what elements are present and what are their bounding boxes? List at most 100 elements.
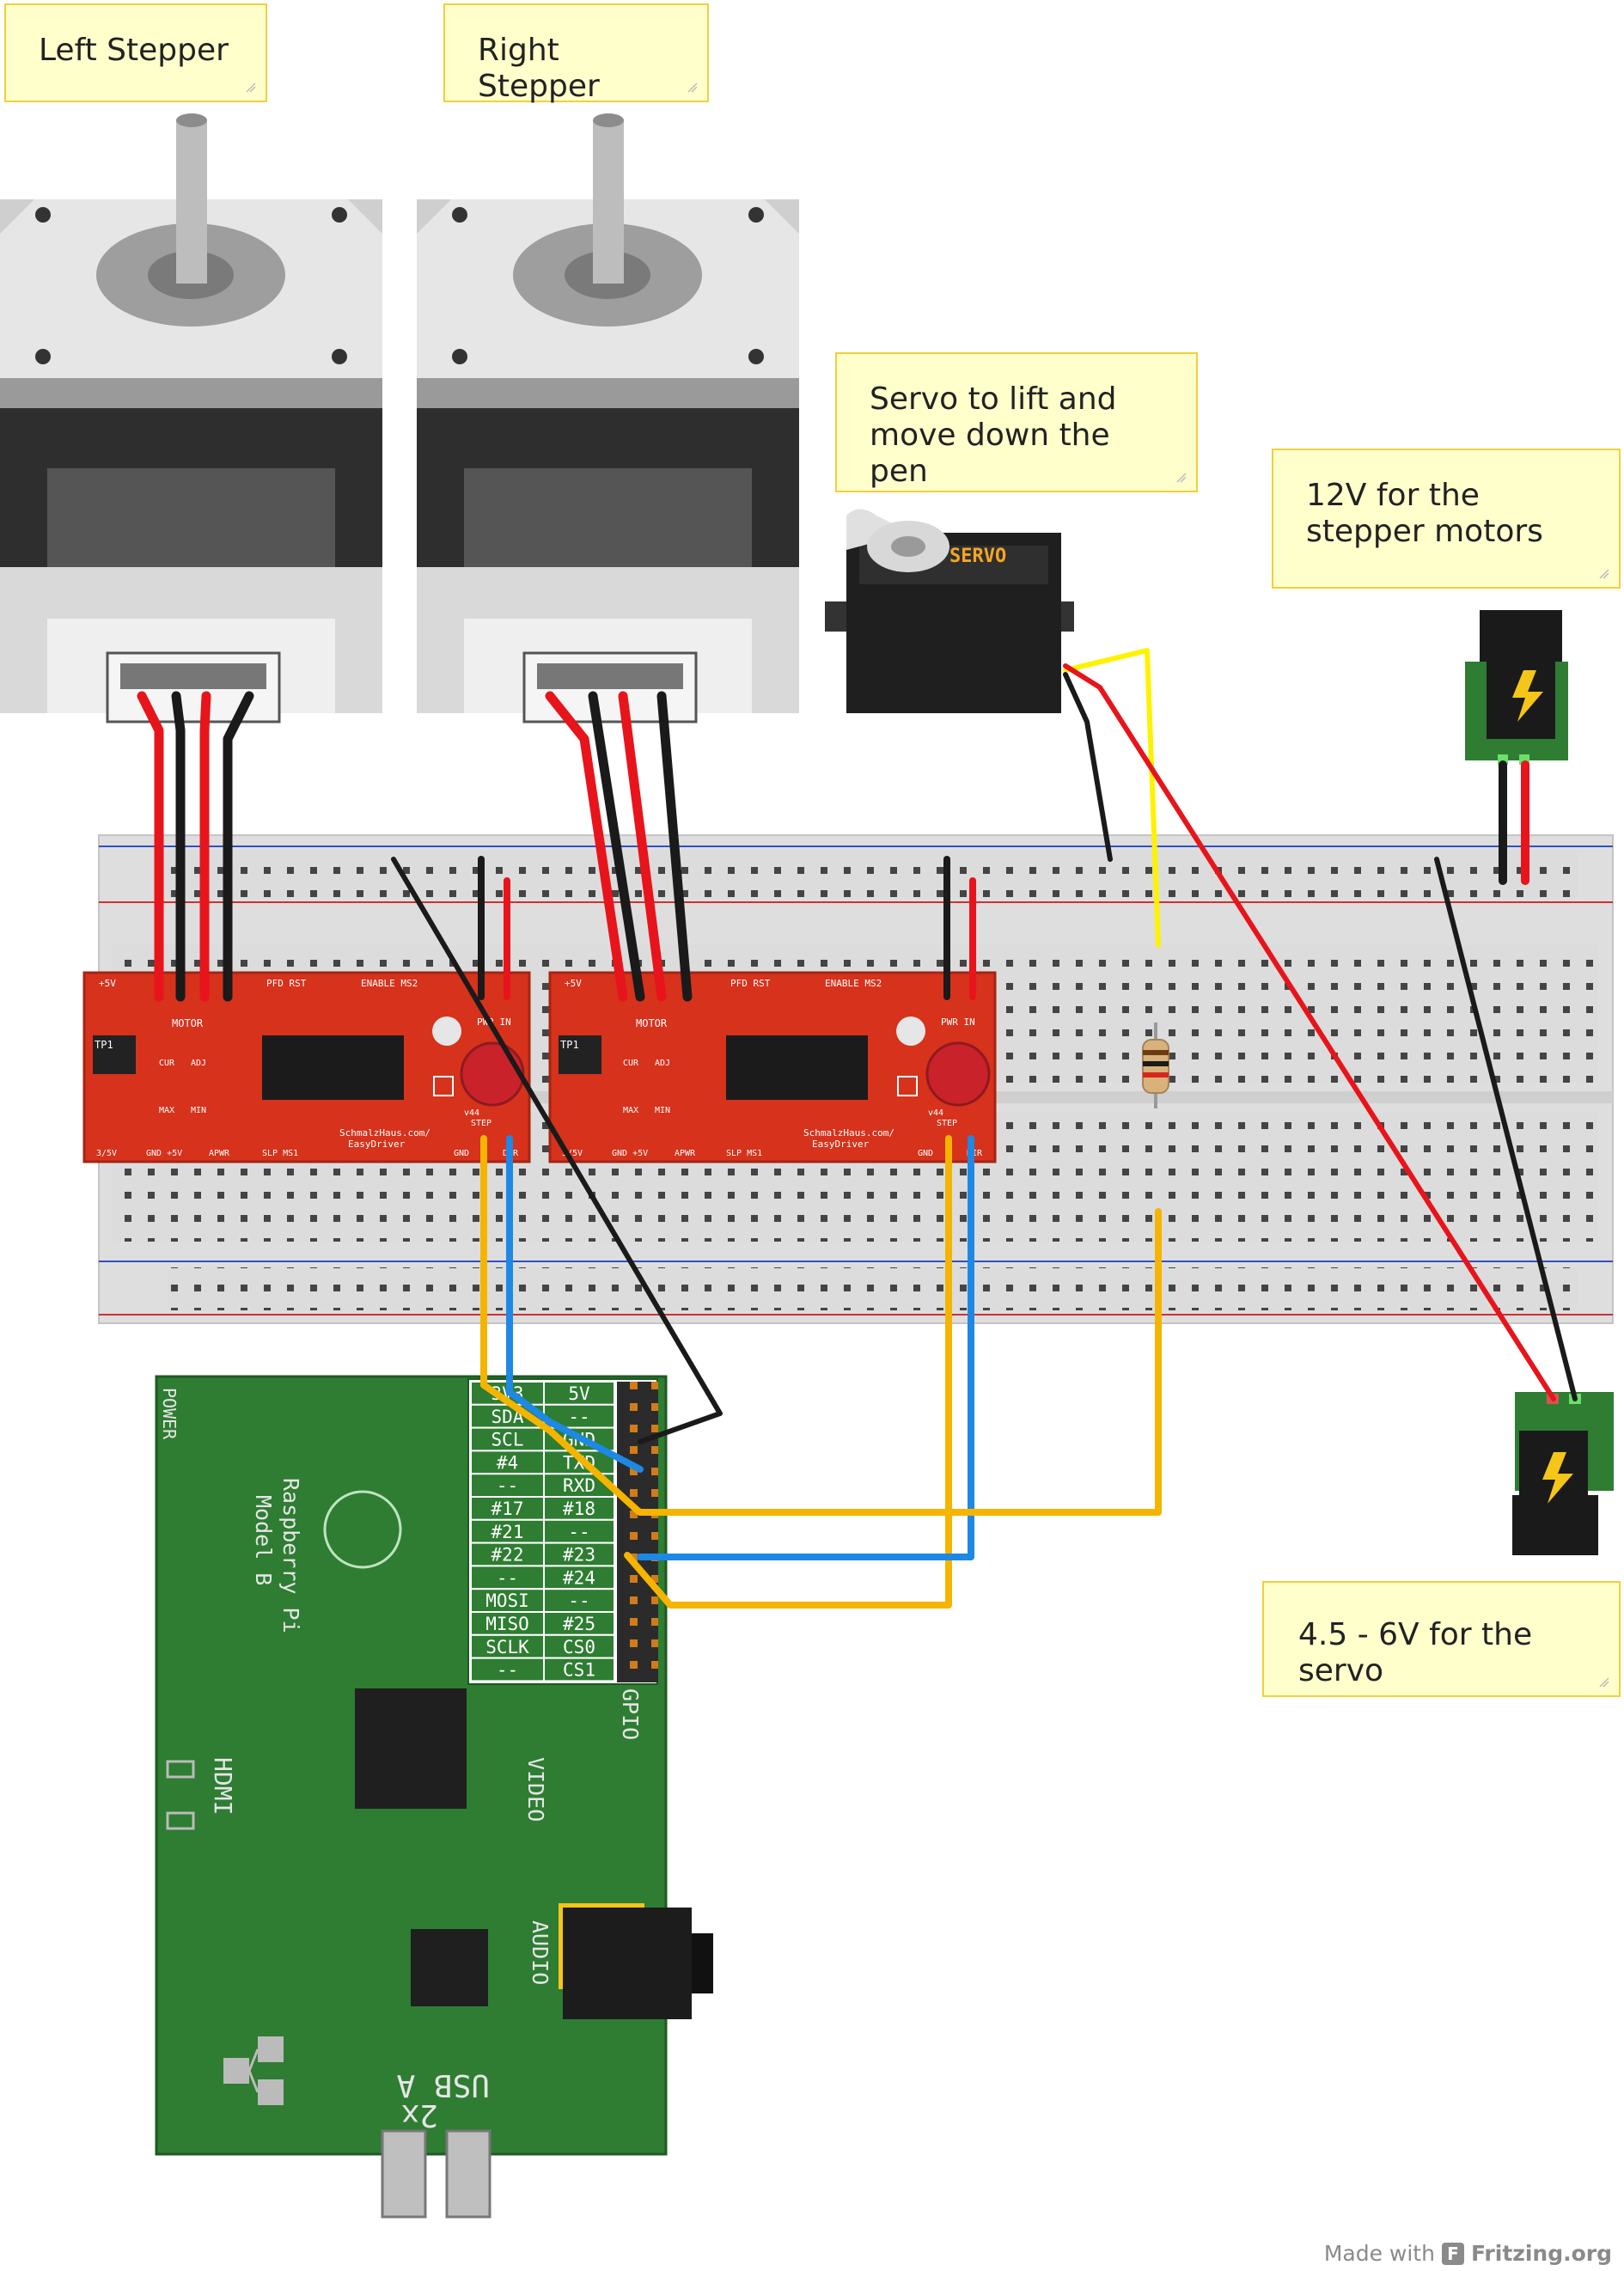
resize-grip-icon xyxy=(1599,1677,1609,1688)
credit-brand: Fritzing.org xyxy=(1470,2241,1612,2266)
ed-left-gnd5v-label: GND +5V xyxy=(146,1149,182,1158)
ed-right-motor-label: MOTOR xyxy=(636,1017,668,1029)
ed-right-apwr-label: APWR xyxy=(675,1149,696,1158)
wire-left-dir xyxy=(506,1135,644,1473)
servo-label: SERVO xyxy=(949,546,1006,567)
gpio-cell-left xyxy=(470,1588,545,1613)
ed-right-version-label: v44 xyxy=(928,1108,943,1118)
gpio-label-right: -- xyxy=(568,1407,589,1427)
note-servo-power-text: 4.5 - 6V for the servo xyxy=(1298,1617,1533,1688)
ed-right-name-label: EasyDriver xyxy=(812,1139,870,1150)
ed-left-max-label: MAX xyxy=(159,1106,174,1115)
gpio-cell-right xyxy=(543,1496,615,1521)
left-stepper-motor xyxy=(0,113,382,723)
wire-servo-power xyxy=(1063,663,1556,1401)
ed-left-5v-label: +5V xyxy=(99,978,116,989)
easydriver-left: +5V MOTOR PFD RST ENABLE MS2 PWR IN TP1 … xyxy=(82,971,531,1163)
easydriver-right: +5V MOTOR PFD RST ENABLE MS2 PWR IN TP1 … xyxy=(548,971,997,1163)
pi-usb-line2: USB A xyxy=(396,2067,490,2103)
pi-usb-line1: 2x xyxy=(401,2097,438,2133)
resize-grip-icon xyxy=(246,82,256,93)
ed-left-pfd-label: PFD RST xyxy=(266,978,307,989)
gpio-cell-right xyxy=(543,1611,615,1636)
ed-right-enable-label: ENABLE MS2 xyxy=(825,978,882,989)
note-left-stepper-text: Left Stepper xyxy=(39,33,229,68)
gpio-cell-right xyxy=(543,1633,615,1659)
gpio-label-left: #22 xyxy=(491,1545,524,1566)
ed-right-gnd5v-label: GND +5V xyxy=(612,1149,648,1158)
gpio-cell-right xyxy=(543,1541,615,1567)
ed-right-max-label: MAX xyxy=(623,1106,638,1115)
gpio-label-left: MOSI xyxy=(485,1590,529,1611)
pi-audio-label: AUDIO xyxy=(528,1920,553,1985)
gpio-label-right: #18 xyxy=(563,1499,595,1519)
ed-right-cur-label: CUR xyxy=(623,1059,639,1068)
ed-right-dir-label: DIR xyxy=(967,1149,983,1158)
pi-hdmi-label: HDMI xyxy=(209,1757,237,1815)
wire-left-motor-1 xyxy=(137,691,164,1002)
wire-servo-signal xyxy=(1063,648,1161,948)
gpio-label-right: #24 xyxy=(563,1567,595,1588)
fritzing-credit: Made with F Fritzing.org xyxy=(1324,2241,1612,2266)
gpio-cell-right xyxy=(543,1588,615,1613)
pi-name-line2: Model B xyxy=(251,1495,276,1585)
pi-gpio-label: GPIO xyxy=(618,1688,643,1740)
ed-left-gnd-label: GND xyxy=(454,1149,469,1158)
gpio-label-right: #25 xyxy=(563,1614,595,1634)
gpio-label-right: #23 xyxy=(563,1545,595,1566)
ed-left-min-label: MIN xyxy=(191,1106,206,1115)
ed-right-5v-label: +5V xyxy=(565,978,582,989)
ed-right-tp1-label: TP1 xyxy=(560,1039,579,1051)
ed-right-pwr-label: PWR IN xyxy=(941,1016,975,1028)
servo-power-jack xyxy=(1512,1392,1614,1555)
wire-right-step xyxy=(624,1135,952,1609)
ed-left-adj-label: ADJ xyxy=(191,1059,206,1068)
note-stepper-power: 12V for the stepper motors xyxy=(1272,449,1621,589)
ed-left-35v-label: 3/5V xyxy=(96,1149,117,1158)
resize-grip-icon xyxy=(1599,569,1609,579)
ed-right-step-label: STEP xyxy=(937,1119,957,1128)
resistor xyxy=(1142,1023,1169,1108)
gpio-label-right: -- xyxy=(568,1590,589,1611)
servo-motor: SERVO xyxy=(825,509,1074,713)
ed-left-enable-label: ENABLE MS2 xyxy=(361,978,418,989)
gpio-label-left: -- xyxy=(497,1567,518,1588)
ed-right-adj-label: ADJ xyxy=(655,1059,670,1068)
resize-grip-icon xyxy=(687,82,698,93)
ed-right-maker-label: SchmalzHaus.com/ xyxy=(803,1127,894,1139)
wire-right-motor-3 xyxy=(618,691,667,1002)
credit-prefix: Made with xyxy=(1323,2241,1435,2266)
note-stepper-power-text: 12V for the stepper motors xyxy=(1306,478,1543,549)
gpio-label-left: #21 xyxy=(491,1522,524,1542)
ed-left-maker-label: SchmalzHaus.com/ xyxy=(339,1127,430,1139)
wire-servo-signal-pi xyxy=(637,1208,1162,1516)
gpio-cell-right xyxy=(543,1657,615,1682)
gpio-label-right: RXD xyxy=(563,1475,595,1496)
stepper-power-jack xyxy=(1465,610,1568,765)
note-servo: Servo to lift and move down the pen xyxy=(835,352,1198,492)
gpio-label-left: #17 xyxy=(491,1499,524,1519)
wire-left-motor-3 xyxy=(199,691,211,1002)
note-right-stepper: Right Stepper xyxy=(443,3,709,104)
ed-left-version-label: v44 xyxy=(464,1108,479,1118)
gpio-label-right: 5V xyxy=(568,1383,590,1404)
gpio-label-right: -- xyxy=(568,1522,589,1542)
gpio-cell-left xyxy=(470,1473,545,1498)
ed-left-slp-label: SLP MS1 xyxy=(262,1149,298,1158)
ed-left-tp1-label: TP1 xyxy=(95,1039,113,1051)
resize-grip-icon xyxy=(1176,473,1187,483)
wire-right-motor-1 xyxy=(545,691,628,1002)
ed-right-35v-label: 3/5V xyxy=(562,1149,583,1158)
wire-right-motor-2 xyxy=(588,691,645,1002)
wire-pi-ground xyxy=(391,857,723,1444)
note-servo-power: 4.5 - 6V for the servo xyxy=(1262,1581,1621,1697)
wire-right-motor-4 xyxy=(656,691,693,1002)
gpio-cell-left xyxy=(470,1657,545,1682)
ed-right-gnd-label: GND xyxy=(918,1149,933,1158)
ed-left-step-label: STEP xyxy=(471,1119,491,1128)
gpio-label-left: MISO xyxy=(485,1614,529,1634)
gpio-label-left: #4 xyxy=(497,1452,518,1473)
ed-left-name-label: EasyDriver xyxy=(348,1139,406,1150)
ed-left-cur-label: CUR xyxy=(159,1059,175,1068)
